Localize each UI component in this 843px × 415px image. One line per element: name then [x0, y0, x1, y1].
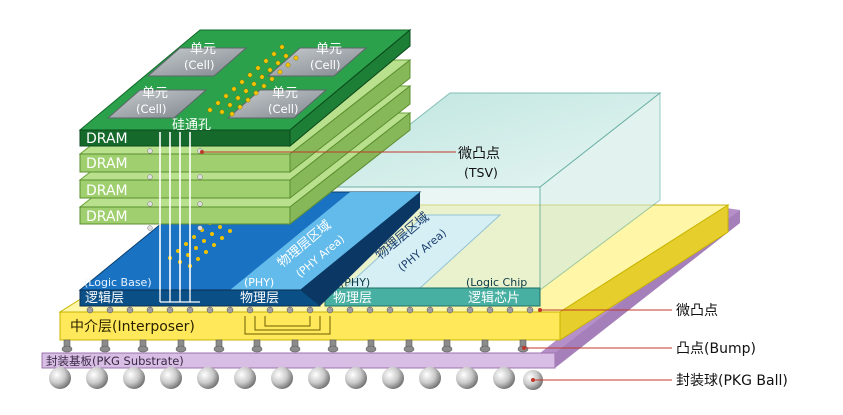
pkg-ball	[271, 367, 293, 389]
chip-phy-cn: 物理层	[333, 291, 372, 306]
pkg-ball	[456, 367, 478, 389]
base-phy-cn: 物理层	[240, 291, 279, 306]
chip-phy-en: (PHY)	[340, 276, 370, 289]
callout-micro-bump: 微凸点	[676, 303, 718, 319]
dram-layer-label: DRAM	[86, 131, 128, 147]
pkg-ball	[493, 367, 515, 389]
callout-bump: 凸点(Bump)	[676, 341, 756, 357]
dram-layer-label: DRAM	[86, 183, 128, 199]
base-en: (Logic Base)	[84, 276, 152, 289]
bumps	[61, 339, 529, 353]
pkg-balls	[49, 367, 543, 390]
dram-stack: DRAM DRAM DRAM DRAM 单元 (Cell) 单元 (Cell) …	[78, 28, 412, 290]
logic-base: (Logic Base) 逻辑层 (PHY) 物理层 物理层区域 (PHY Ar…	[78, 191, 422, 307]
pkg-ball	[123, 367, 145, 389]
cell-sub: (Cell)	[184, 58, 214, 72]
pkg-ball	[160, 367, 182, 389]
logic-chip: (PHY) 物理层 (Logic Chip 逻辑芯片 物理层区域 (PHY Ar…	[324, 91, 662, 307]
pkg-ball	[197, 367, 219, 389]
interposer-label: 中介层(Interposer)	[70, 319, 195, 335]
pkg-ball	[345, 367, 367, 389]
dram-layer-label: DRAM	[86, 156, 128, 172]
cell-block	[106, 89, 208, 119]
cell-block	[146, 47, 248, 77]
chip-chip-en: (Logic Chip	[466, 276, 527, 289]
pkg-ball	[49, 367, 71, 389]
cell-title: 单元	[190, 42, 216, 57]
dram-layer-label: DRAM	[86, 209, 128, 225]
base-phy-en: (PHY)	[244, 276, 274, 289]
pkg-ball	[419, 367, 441, 389]
pkg-ball	[382, 367, 404, 389]
callout-micro-bump-tsv-en: (TSV)	[464, 165, 498, 180]
cell-sub: (Cell)	[268, 102, 298, 116]
callout-pkg-ball: 封装球(PKG Ball)	[676, 373, 788, 389]
tsv-label: 硅通孔	[172, 118, 211, 133]
base-phy-area	[230, 192, 420, 290]
base-cn: 逻辑层	[85, 291, 124, 306]
pkg-ball	[308, 367, 330, 389]
cell-title: 单元	[142, 86, 168, 101]
substrate-label: 封装基板(PKG Substrate)	[46, 354, 184, 368]
cell-title: 单元	[316, 42, 342, 57]
cell-block	[266, 47, 368, 77]
pkg-ball	[234, 367, 256, 389]
callout-micro-bump-tsv-cn: 微凸点	[458, 146, 500, 162]
cell-sub: (Cell)	[136, 102, 166, 116]
callouts: 微凸点 (TSV) 微凸点 凸点(Bump) 封装球(PKG Ball)	[200, 146, 788, 389]
micro-bumps	[86, 306, 534, 314]
cell-title: 单元	[272, 86, 298, 101]
chip-chip-cn: 逻辑芯片	[468, 291, 520, 306]
cell-sub: (Cell)	[310, 58, 340, 72]
pkg-ball	[86, 367, 108, 389]
